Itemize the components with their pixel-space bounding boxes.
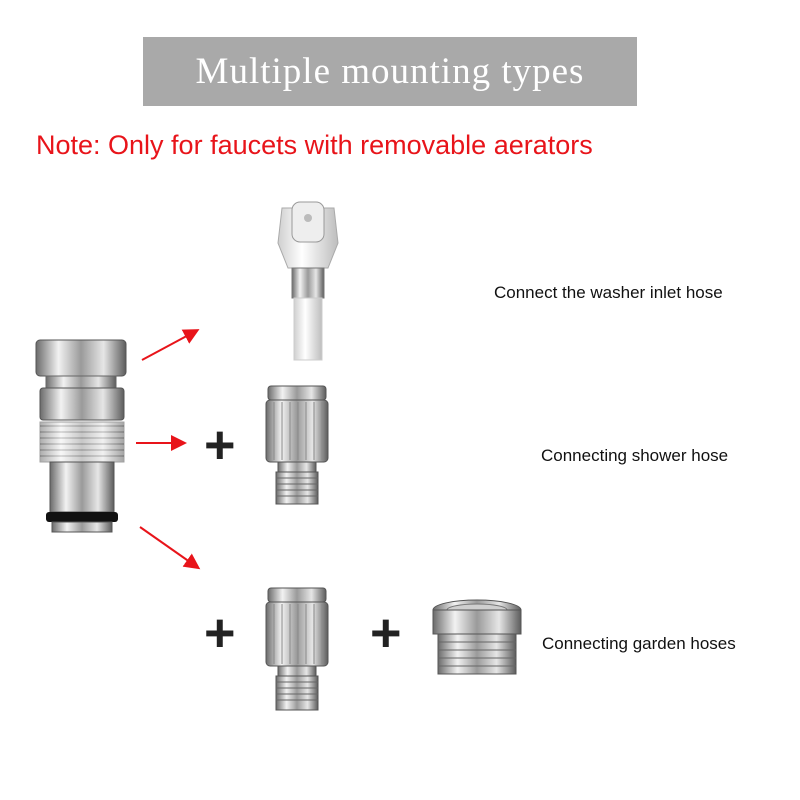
plus-sign-garden-1: + [204,603,236,663]
arrow-to-washer-hose [141,329,200,361]
garden-hose-adapter-image [432,599,522,675]
caption-washer-hose: Connect the washer inlet hose [494,283,723,302]
faucet-adapter-image [35,339,127,533]
plus-sign-shower: + [204,415,236,475]
banner-title: Multiple mounting types [195,51,585,92]
washer-inlet-hose-image [277,201,339,361]
title-banner: Multiple mounting types [143,37,637,106]
arrow-to-garden-hose [139,526,201,570]
plus-sign-garden-2: + [370,603,402,663]
shower-hose-connector-image [265,385,329,505]
note-text: Note: Only for faucets with removable ae… [36,130,593,160]
garden-hose-connector-image [265,587,329,711]
caption-shower-hose: Connecting shower hose [541,446,729,465]
caption-garden-hoses: Connecting garden hoses [542,634,736,653]
